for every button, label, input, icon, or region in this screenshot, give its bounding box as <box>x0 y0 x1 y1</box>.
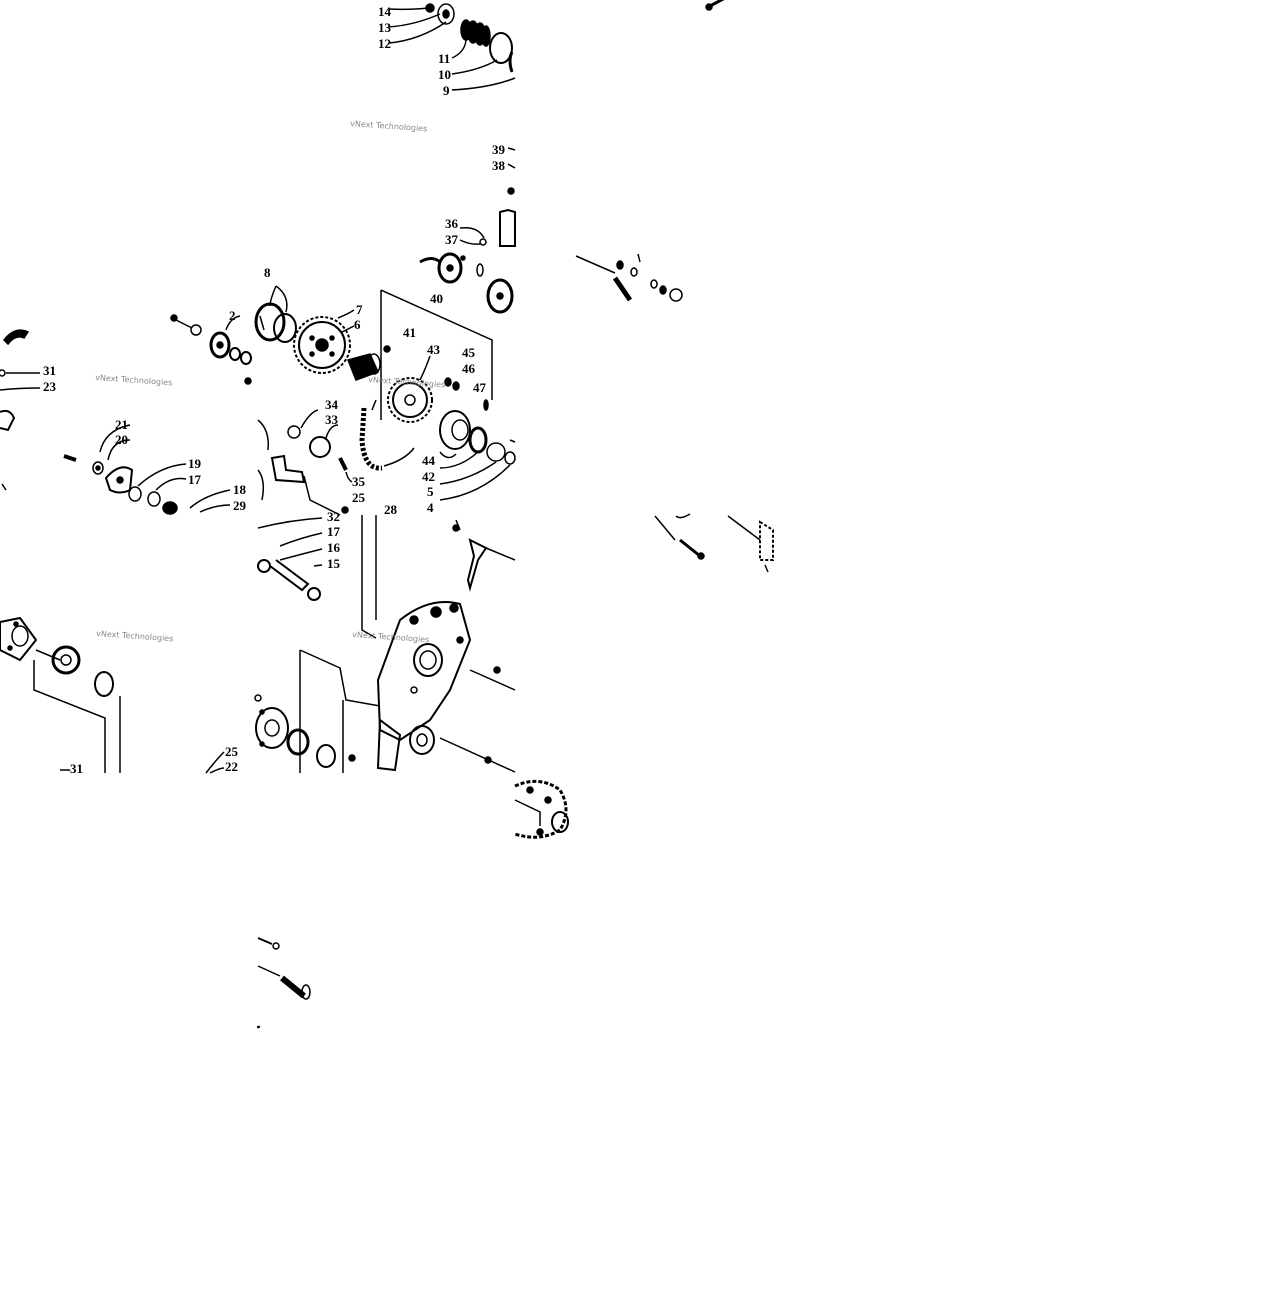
bearing-pair <box>254 285 297 343</box>
callout-11: 11 <box>438 51 450 66</box>
idler-parts <box>257 409 353 514</box>
bolt-lower-right <box>654 513 774 573</box>
watermark: vNext Technologies <box>368 375 446 389</box>
callout-18: 18 <box>233 482 247 497</box>
watermark: vNext Technologies <box>95 373 173 387</box>
callout-41: 41 <box>403 325 416 340</box>
callout-33: 33 <box>325 412 339 427</box>
callout-39: 39 <box>492 142 506 157</box>
callout-37: 37 <box>445 232 459 247</box>
callout-19: 19 <box>188 456 202 471</box>
callout-32: 32 <box>327 509 340 524</box>
flange-bearing <box>0 616 225 774</box>
callout-10: 10 <box>438 67 451 82</box>
spring-assembly <box>388 3 516 91</box>
callout-38: 38 <box>492 158 506 173</box>
pin-lower <box>256 937 311 1029</box>
callout-17-lower: 17 <box>327 524 341 539</box>
callout-35: 35 <box>352 474 366 489</box>
bracket-clip <box>270 454 341 516</box>
callout-labels: 14 13 12 11 10 9 39 38 36 37 8 7 6 2 40 … <box>43 4 506 776</box>
spline-hub <box>346 353 381 381</box>
callout-12: 12 <box>378 36 391 51</box>
callout-43: 43 <box>427 342 441 357</box>
callout-47: 47 <box>473 380 487 395</box>
callout-29: 29 <box>233 498 247 513</box>
callout-8: 8 <box>264 265 271 280</box>
callout-13: 13 <box>378 20 392 35</box>
pin-shaft-right <box>575 253 683 302</box>
callout-34: 34 <box>325 397 339 412</box>
callout-6: 6 <box>354 317 361 332</box>
shaft-sprocket-left <box>170 314 252 385</box>
chain <box>359 399 415 471</box>
callout-14: 14 <box>378 4 392 19</box>
callout-16: 16 <box>327 540 341 555</box>
callout-9: 9 <box>443 83 450 98</box>
callout-31: 31 <box>43 363 56 378</box>
small-sprocket-upper <box>419 252 514 314</box>
callout-31-lower: 31 <box>70 761 83 776</box>
callout-42: 42 <box>422 469 435 484</box>
callout-5: 5 <box>427 484 434 499</box>
large-sprocket <box>293 309 355 374</box>
callout-25: 25 <box>352 490 366 505</box>
callout-44: 44 <box>422 453 436 468</box>
callout-17: 17 <box>188 472 202 487</box>
callout-40: 40 <box>430 291 443 306</box>
callout-25-lower: 25 <box>225 744 239 759</box>
flange-seal-lower <box>254 694 356 768</box>
callout-21: 21 <box>115 417 128 432</box>
bracket-upper <box>459 147 516 247</box>
callout-7: 7 <box>356 302 363 317</box>
callout-4: 4 <box>427 500 434 515</box>
callout-46: 46 <box>462 361 476 376</box>
callout-28: 28 <box>384 502 398 517</box>
callout-20: 20 <box>115 432 128 447</box>
lever-arm <box>0 329 41 491</box>
roller-shaft <box>257 517 323 601</box>
bolt-washer-left <box>63 424 231 515</box>
sprocket-plate-assembly <box>380 289 516 501</box>
callout-36: 36 <box>445 216 459 231</box>
watermark: vNext Technologies <box>352 630 430 644</box>
callout-45: 45 <box>462 345 476 360</box>
callout-15: 15 <box>327 556 341 571</box>
watermark: vNext Technologies <box>96 629 174 643</box>
coil-spring <box>460 19 491 47</box>
drive-sprocket-hub <box>514 779 569 839</box>
callout-22: 22 <box>225 759 238 774</box>
watermark: vNext Technologies <box>350 119 428 133</box>
callout-2: 2 <box>229 308 236 323</box>
callout-23: 23 <box>43 379 57 394</box>
top-right-bolt <box>705 0 725 11</box>
